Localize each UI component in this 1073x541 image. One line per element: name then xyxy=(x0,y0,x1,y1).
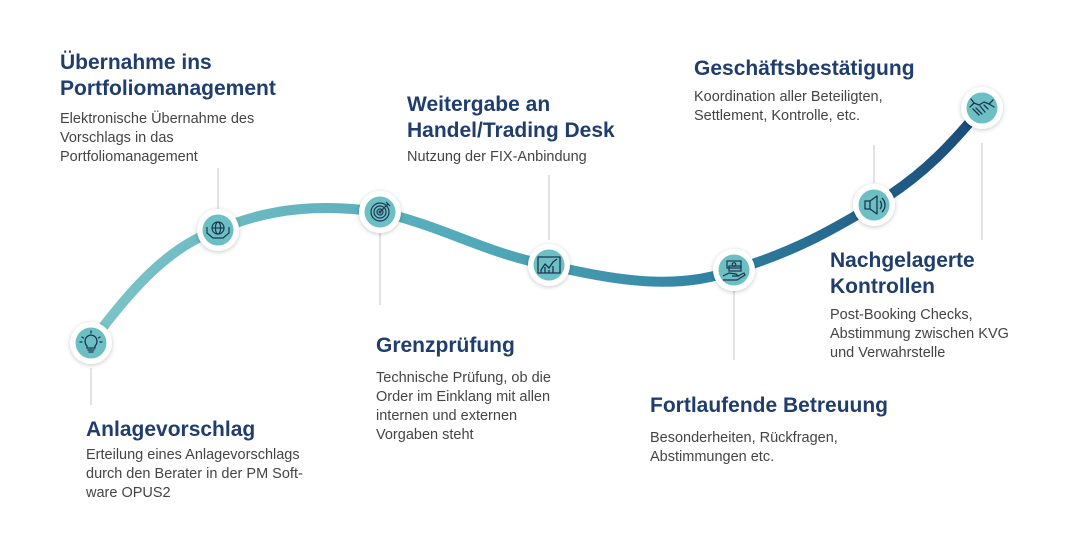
step-4-title: Weitergabe an Handel/Trading Desk xyxy=(407,93,615,142)
step-5-title: Fortlaufende Betreuung xyxy=(650,394,889,417)
globe-hands-icon xyxy=(206,221,230,239)
step-3-title: Grenzprüfung xyxy=(376,334,515,357)
connector-lines xyxy=(90,143,983,405)
step-4-description: Nutzung der FIX-Anbindung xyxy=(407,149,587,165)
step-6-text: Nachgelagerte Kontrollen Post-Booking Ch… xyxy=(830,248,1065,363)
lightbulb-icon xyxy=(79,330,103,353)
step-6-description: Post-Booking Checks, Abstimmung zwischen… xyxy=(830,307,1009,361)
step-1-description: Erteilung eines Anlagevorschlags durch d… xyxy=(86,447,303,501)
step-2-title: Übernahme ins Portfoliomanagement xyxy=(60,51,276,100)
line-chart-icon xyxy=(537,256,561,274)
step-5-text: Fortlaufende Betreuung Besonderheiten, R… xyxy=(650,393,950,467)
step-2-description: Elektronische Übernahme des Vorschlags i… xyxy=(60,111,255,165)
step-node-7 xyxy=(961,87,1003,129)
step-node-5 xyxy=(713,249,755,291)
step-3-description: Technische Prüfung, ob die Order im Eink… xyxy=(376,370,551,443)
step-7-title: Geschäftsbestätigung xyxy=(694,57,915,80)
step-3-text: Grenzprüfung Technische Prüfung, ob die … xyxy=(376,333,636,445)
step-2-text: Übernahme ins Portfoliomanagement Elektr… xyxy=(60,50,360,167)
step-7-description: Koordination aller Beteiligten, Settleme… xyxy=(694,89,883,124)
step-node-4 xyxy=(528,244,570,286)
step-node-2 xyxy=(197,209,239,251)
step-1-text: Anlagevorschlag Erteilung eines Anlagevo… xyxy=(86,417,386,503)
step-6-title: Nachgelagerte Kontrollen xyxy=(830,249,975,298)
handshake-icon xyxy=(969,98,995,116)
hand-money-icon xyxy=(722,260,746,281)
step-7-text: Geschäftsbestätigung Koordination aller … xyxy=(694,56,994,126)
step-node-3 xyxy=(359,191,401,233)
step-4-text: Weitergabe an Handel/Trading Desk Nutzun… xyxy=(407,92,707,167)
step-node-6 xyxy=(853,184,895,226)
step-1-title: Anlagevorschlag xyxy=(86,418,256,441)
step-node-1 xyxy=(70,322,112,364)
step-5-description: Besonderheiten, Rückfragen, Abstimmungen… xyxy=(650,430,838,465)
speaker-icon xyxy=(864,195,886,215)
target-icon xyxy=(370,201,391,222)
